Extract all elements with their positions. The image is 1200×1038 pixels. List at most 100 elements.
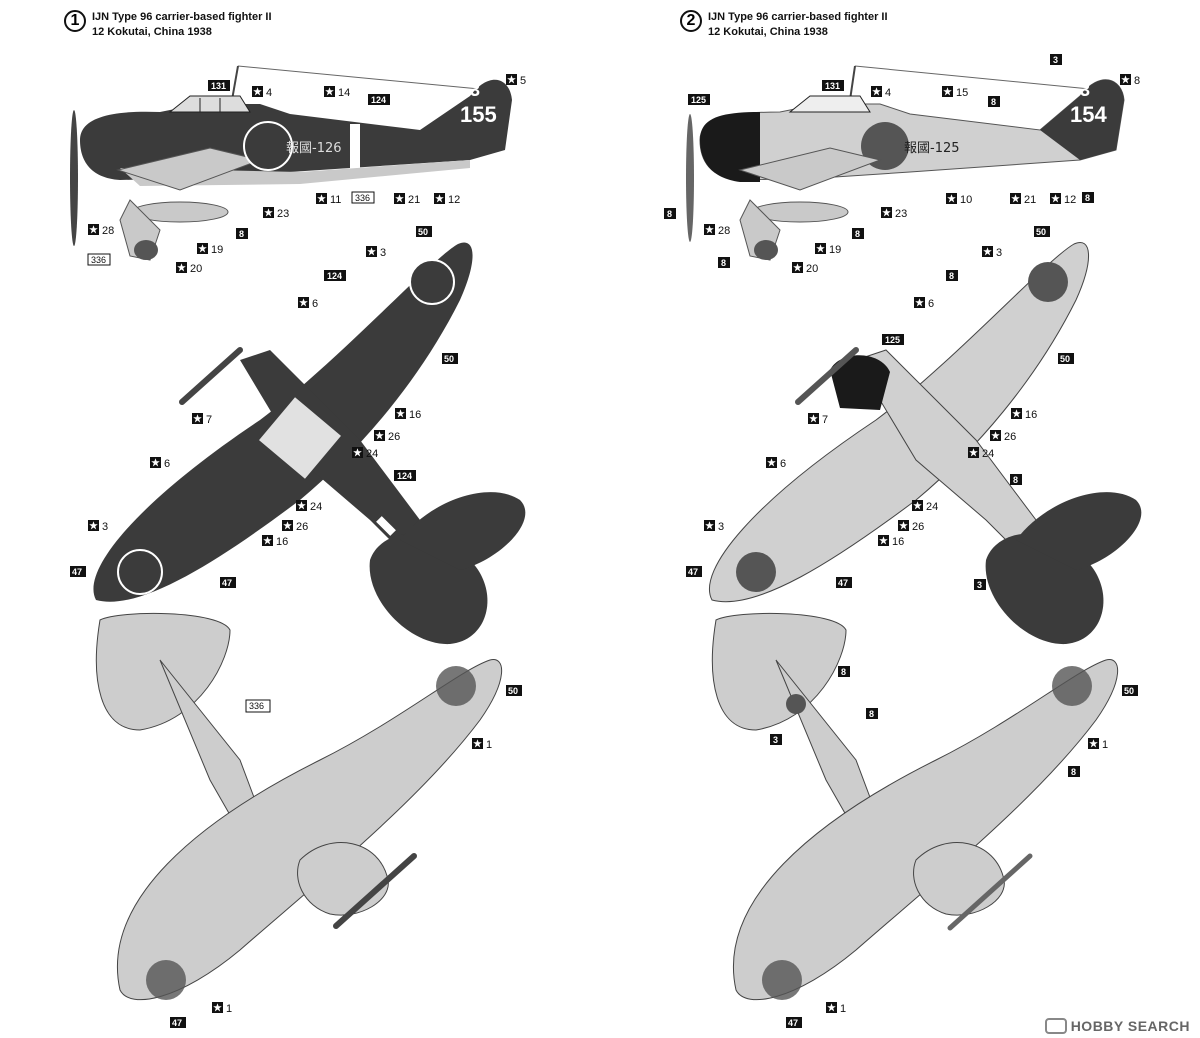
svg-text:3: 3 — [102, 521, 108, 533]
svg-text:28: 28 — [102, 225, 114, 237]
profile-1-top-view — [93, 242, 526, 645]
svg-text:28: 28 — [718, 225, 730, 237]
svg-text:16: 16 — [409, 409, 421, 421]
svg-text:7: 7 — [822, 414, 828, 426]
profile-1-subtitle: 12 Kokutai, China 1938 — [92, 26, 212, 38]
svg-text:124: 124 — [371, 95, 386, 105]
profile-2-bottom-labels: 8 8 3 50 1 8 1 47 — [770, 666, 1138, 1028]
svg-text:336: 336 — [91, 255, 106, 265]
profile-1-wing-bottom — [117, 659, 502, 1001]
svg-text:26: 26 — [1004, 431, 1016, 443]
profile-1-side-labels: 131 4 14 124 5 11 336 21 12 23 28 19 8 3… — [87, 74, 526, 275]
svg-text:16: 16 — [1025, 409, 1037, 421]
svg-text:24: 24 — [926, 501, 938, 513]
svg-text:1: 1 — [840, 1003, 846, 1015]
svg-text:47: 47 — [838, 578, 848, 588]
profile-2-bottom-view — [711, 612, 1118, 1001]
svg-text:3: 3 — [718, 521, 724, 533]
svg-text:3: 3 — [977, 580, 982, 590]
svg-text:8: 8 — [721, 258, 726, 268]
svg-text:50: 50 — [1060, 354, 1070, 364]
svg-text:131: 131 — [211, 81, 226, 91]
profile-2-wing-bottom — [733, 659, 1118, 1001]
svg-text:47: 47 — [688, 567, 698, 577]
svg-text:3: 3 — [996, 247, 1002, 259]
svg-text:124: 124 — [327, 271, 342, 281]
svg-text:3: 3 — [773, 735, 778, 745]
svg-text:26: 26 — [388, 431, 400, 443]
svg-text:8: 8 — [1085, 193, 1090, 203]
svg-text:47: 47 — [172, 1018, 182, 1028]
svg-text:26: 26 — [912, 521, 924, 533]
svg-text:12: 12 — [1064, 194, 1076, 206]
profile-2-side-view: 報國-125 3 154 — [686, 65, 1125, 261]
svg-text:8: 8 — [1013, 475, 1018, 485]
svg-text:21: 21 — [408, 194, 420, 206]
svg-text:6: 6 — [780, 458, 786, 470]
svg-text:16: 16 — [276, 536, 288, 548]
svg-text:4: 4 — [266, 87, 272, 99]
profile-1-side-view: 報國-126 3 155 — [70, 65, 512, 261]
svg-text:47: 47 — [222, 578, 232, 588]
svg-text:47: 47 — [788, 1018, 798, 1028]
svg-text:125: 125 — [691, 95, 706, 105]
svg-text:6: 6 — [312, 298, 318, 310]
svg-text:26: 26 — [296, 521, 308, 533]
profile-2-side-labels: 125 131 4 15 3 8 8 8 10 21 12 8 23 28 19… — [664, 54, 1140, 275]
profile-1-fuselage-text: 報國-126 — [286, 141, 342, 156]
svg-text:1: 1 — [486, 739, 492, 751]
svg-text:8: 8 — [667, 209, 672, 219]
profile-2-header: 2 IJN Type 96 carrier-based fighter II 1… — [680, 10, 888, 40]
svg-text:14: 14 — [338, 87, 350, 99]
profile-1-bottom-labels: 336 50 1 1 47 — [170, 685, 522, 1028]
svg-text:3: 3 — [380, 247, 386, 259]
svg-text:19: 19 — [829, 244, 841, 256]
profile-1-number: 1 — [64, 10, 86, 32]
svg-text:16: 16 — [892, 536, 904, 548]
svg-text:125: 125 — [885, 335, 900, 345]
svg-text:23: 23 — [277, 208, 289, 220]
svg-text:12: 12 — [448, 194, 460, 206]
svg-text:24: 24 — [982, 448, 994, 460]
svg-text:20: 20 — [190, 263, 202, 275]
svg-text:21: 21 — [1024, 194, 1036, 206]
svg-text:8: 8 — [841, 667, 846, 677]
svg-text:8: 8 — [991, 97, 996, 107]
svg-text:6: 6 — [928, 298, 934, 310]
profile-1-title: IJN Type 96 carrier-based fighter II — [92, 11, 272, 23]
svg-text:50: 50 — [508, 686, 518, 696]
hobby-search-watermark: HOBBY SEARCH — [1044, 1018, 1190, 1034]
svg-text:50: 50 — [1124, 686, 1134, 696]
svg-text:4: 4 — [885, 87, 891, 99]
profile-2-tail-number: 154 — [1070, 102, 1107, 127]
svg-text:8: 8 — [949, 271, 954, 281]
svg-text:47: 47 — [72, 567, 82, 577]
profile-1-top-labels: 50 3 124 6 50 7 16 26 24 6 124 24 26 16 … — [70, 226, 458, 588]
svg-text:7: 7 — [206, 414, 212, 426]
svg-text:6: 6 — [164, 458, 170, 470]
profile-2-number: 2 — [680, 10, 702, 32]
svg-text:50: 50 — [418, 227, 428, 237]
profile-1-tail-number: 155 — [460, 102, 497, 127]
profile-2-top-labels: 50 3 8 6 125 50 7 16 26 24 6 8 24 26 16 … — [686, 226, 1074, 590]
profile-1-hinomaru — [243, 121, 293, 171]
svg-text:8: 8 — [855, 229, 860, 239]
svg-text:11: 11 — [330, 194, 341, 206]
svg-text:20: 20 — [806, 263, 818, 275]
svg-text:8: 8 — [1071, 767, 1076, 777]
profile-1-tail-code: 3 — [470, 80, 480, 100]
svg-text:24: 24 — [366, 448, 378, 460]
svg-text:8: 8 — [869, 709, 874, 719]
hobby-search-logo-icon — [1044, 1018, 1067, 1034]
svg-text:10: 10 — [960, 194, 972, 206]
svg-text:5: 5 — [520, 75, 526, 87]
svg-text:15: 15 — [956, 87, 968, 99]
svg-text:3: 3 — [1053, 55, 1058, 65]
profile-2-fuselage-text: 報國-125 — [904, 141, 960, 156]
profile-2-tail-code: 3 — [1080, 80, 1090, 100]
watermark-text: HOBBY SEARCH — [1070, 1018, 1190, 1034]
svg-text:19: 19 — [211, 244, 223, 256]
svg-text:1: 1 — [1102, 739, 1108, 751]
svg-text:336: 336 — [249, 701, 264, 711]
svg-text:124: 124 — [397, 471, 412, 481]
